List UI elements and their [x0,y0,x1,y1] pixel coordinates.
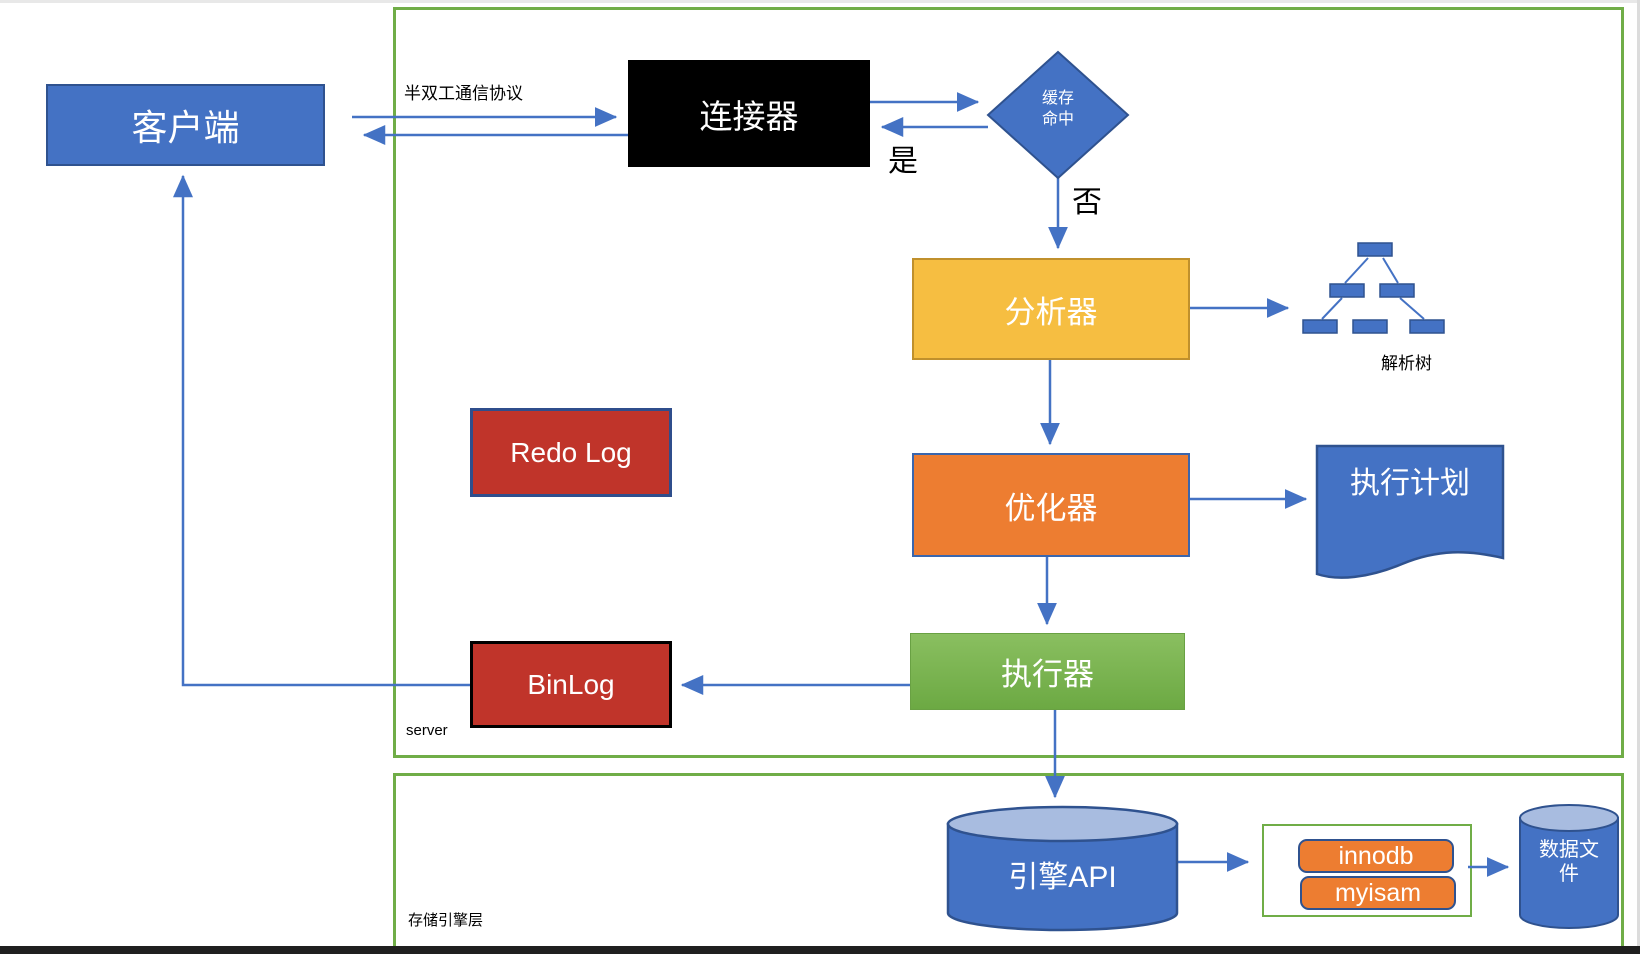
analyzer-node[interactable]: 分析器 [912,258,1190,360]
engine-api-cylinder[interactable] [946,822,1179,932]
cache-hit-label: 缓存 命中 [1041,90,1074,128]
server-layer-label: server [406,722,448,739]
storage-engine-layer-label: 存储引擎层 [408,912,484,929]
window-top-edge [0,0,1640,3]
bin-log-node[interactable]: BinLog [470,641,672,728]
connector-node[interactable]: 连接器 [628,60,870,167]
client-node[interactable]: 客户端 [46,84,325,166]
window-bottom-bar [0,946,1640,954]
myisam-node[interactable]: myisam [1300,876,1456,910]
parse-tree-label: 解析树 [1381,354,1432,373]
client-label: 客户端 [131,107,240,148]
innodb-label: innodb [1338,841,1414,870]
optimizer-label: 优化器 [1004,490,1098,526]
cache-hit-diamond[interactable] [986,50,1130,180]
redo-log-label: Redo Log [510,436,632,468]
data-file-cylinder[interactable] [1519,817,1619,929]
protocol-label: 半双工通信协议 [404,84,523,103]
executor-node[interactable]: 执行器 [910,633,1185,710]
innodb-node[interactable]: innodb [1298,839,1454,873]
engine-plugins-container [1262,824,1472,917]
execution-plan-label: 执行计划 [1350,467,1470,500]
redo-log-node[interactable]: Redo Log [470,408,672,497]
cache-no-label: 否 [1072,186,1102,219]
connector-label: 连接器 [699,97,799,135]
executor-label: 执行器 [1001,657,1094,692]
parse-tree-edges [1321,257,1425,320]
data-file-label: 数据文 件 [1539,839,1599,885]
cache-yes-label: 是 [888,145,918,178]
engine-api-cylinder-top [946,805,1179,843]
execution-plan-shape[interactable] [1315,444,1505,579]
bin-log-label: BinLog [527,668,615,700]
server-layer-container [393,7,1624,758]
analyzer-label: 分析器 [1004,294,1098,330]
optimizer-node[interactable]: 优化器 [912,453,1190,557]
data-file-cylinder-top [1519,804,1619,832]
arrow-binlog-to-client [173,174,470,687]
myisam-label: myisam [1334,878,1422,907]
engine-api-label: 引擎API [1008,861,1117,894]
window-right-edge [1637,0,1640,954]
parse-tree-nodes [1302,242,1445,334]
